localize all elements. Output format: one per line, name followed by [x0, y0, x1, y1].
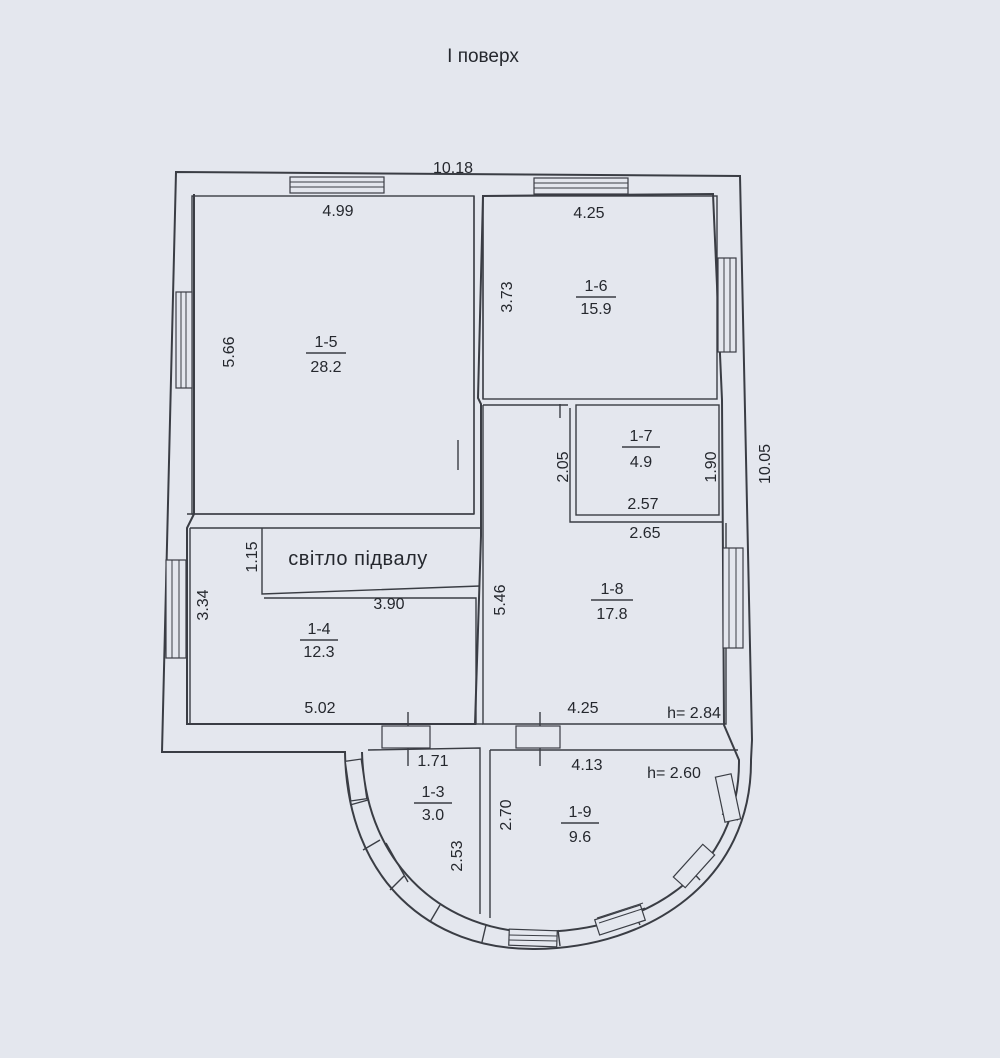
room-id: 1-3 [421, 784, 444, 801]
room-1-9: 1-9 9.6 4.13 h= 2.60 2.70 [498, 757, 701, 846]
room-1-7: 1-7 4.9 2.05 1.90 2.57 2.65 [555, 428, 720, 542]
room-height: h= 2.60 [647, 765, 701, 782]
overall-width: 10.18 [433, 160, 473, 177]
room-dim-depth: 3.73 [499, 281, 516, 312]
room-1-3: 1-3 3.0 1.71 2.53 [414, 753, 466, 872]
room-area: 12.3 [303, 644, 334, 661]
plan-title: I поверх [447, 46, 519, 67]
room-id: 1-9 [568, 804, 591, 821]
light-well-dim-depth: 1.15 [244, 541, 261, 572]
room-area: 3.0 [422, 807, 444, 824]
room-dim-width: 5.02 [304, 700, 335, 717]
room-dim-depth: 2.70 [498, 799, 515, 830]
room-dim-outer: 2.65 [629, 525, 660, 542]
room-area: 9.6 [569, 829, 591, 846]
overall-depth: 10.05 [757, 444, 774, 484]
light-well-dim-width: 3.90 [373, 596, 404, 613]
room-id: 1-4 [307, 621, 330, 638]
room-dim-width: 4.13 [571, 757, 602, 774]
room-id: 1-7 [629, 428, 652, 445]
room-dim-depth: 2.53 [449, 840, 466, 871]
room-height: h= 2.84 [667, 705, 721, 722]
windows [165, 176, 744, 948]
room-dim-width: 4.25 [573, 205, 604, 222]
room-dim-inner: 2.57 [627, 496, 658, 513]
room-1-6: 1-6 15.9 4.25 3.73 [499, 205, 616, 318]
room-1-5: 1-5 28.2 4.99 5.66 [221, 203, 354, 376]
light-well: світло підвалу 1.15 3.90 [244, 541, 428, 613]
room-dim-width: 1.71 [417, 753, 448, 770]
room-1-8: 1-8 17.8 5.46 4.25 h= 2.84 [492, 581, 721, 722]
room-dim-depth: 5.46 [492, 584, 509, 615]
room-id: 1-8 [600, 581, 623, 598]
room-dim-left: 2.05 [555, 451, 572, 482]
light-well-label: світло підвалу [288, 548, 428, 570]
room-dim-width: 4.99 [322, 203, 353, 220]
room-area: 15.9 [580, 301, 611, 318]
interior-walls [186, 195, 739, 947]
room-dim-depth: 3.34 [195, 589, 212, 620]
room-area: 4.9 [630, 454, 652, 471]
room-1-4: 1-4 12.3 3.34 5.02 [195, 589, 338, 717]
room-dim-depth: 5.66 [221, 336, 238, 367]
room-id: 1-6 [584, 278, 607, 295]
room-area: 17.8 [596, 606, 627, 623]
overall-dimensions: 10.18 10.05 [433, 160, 774, 484]
room-area: 28.2 [310, 359, 341, 376]
room-dim-width: 4.25 [567, 700, 598, 717]
room-id: 1-5 [314, 334, 337, 351]
room-dim-right: 1.90 [703, 451, 720, 482]
